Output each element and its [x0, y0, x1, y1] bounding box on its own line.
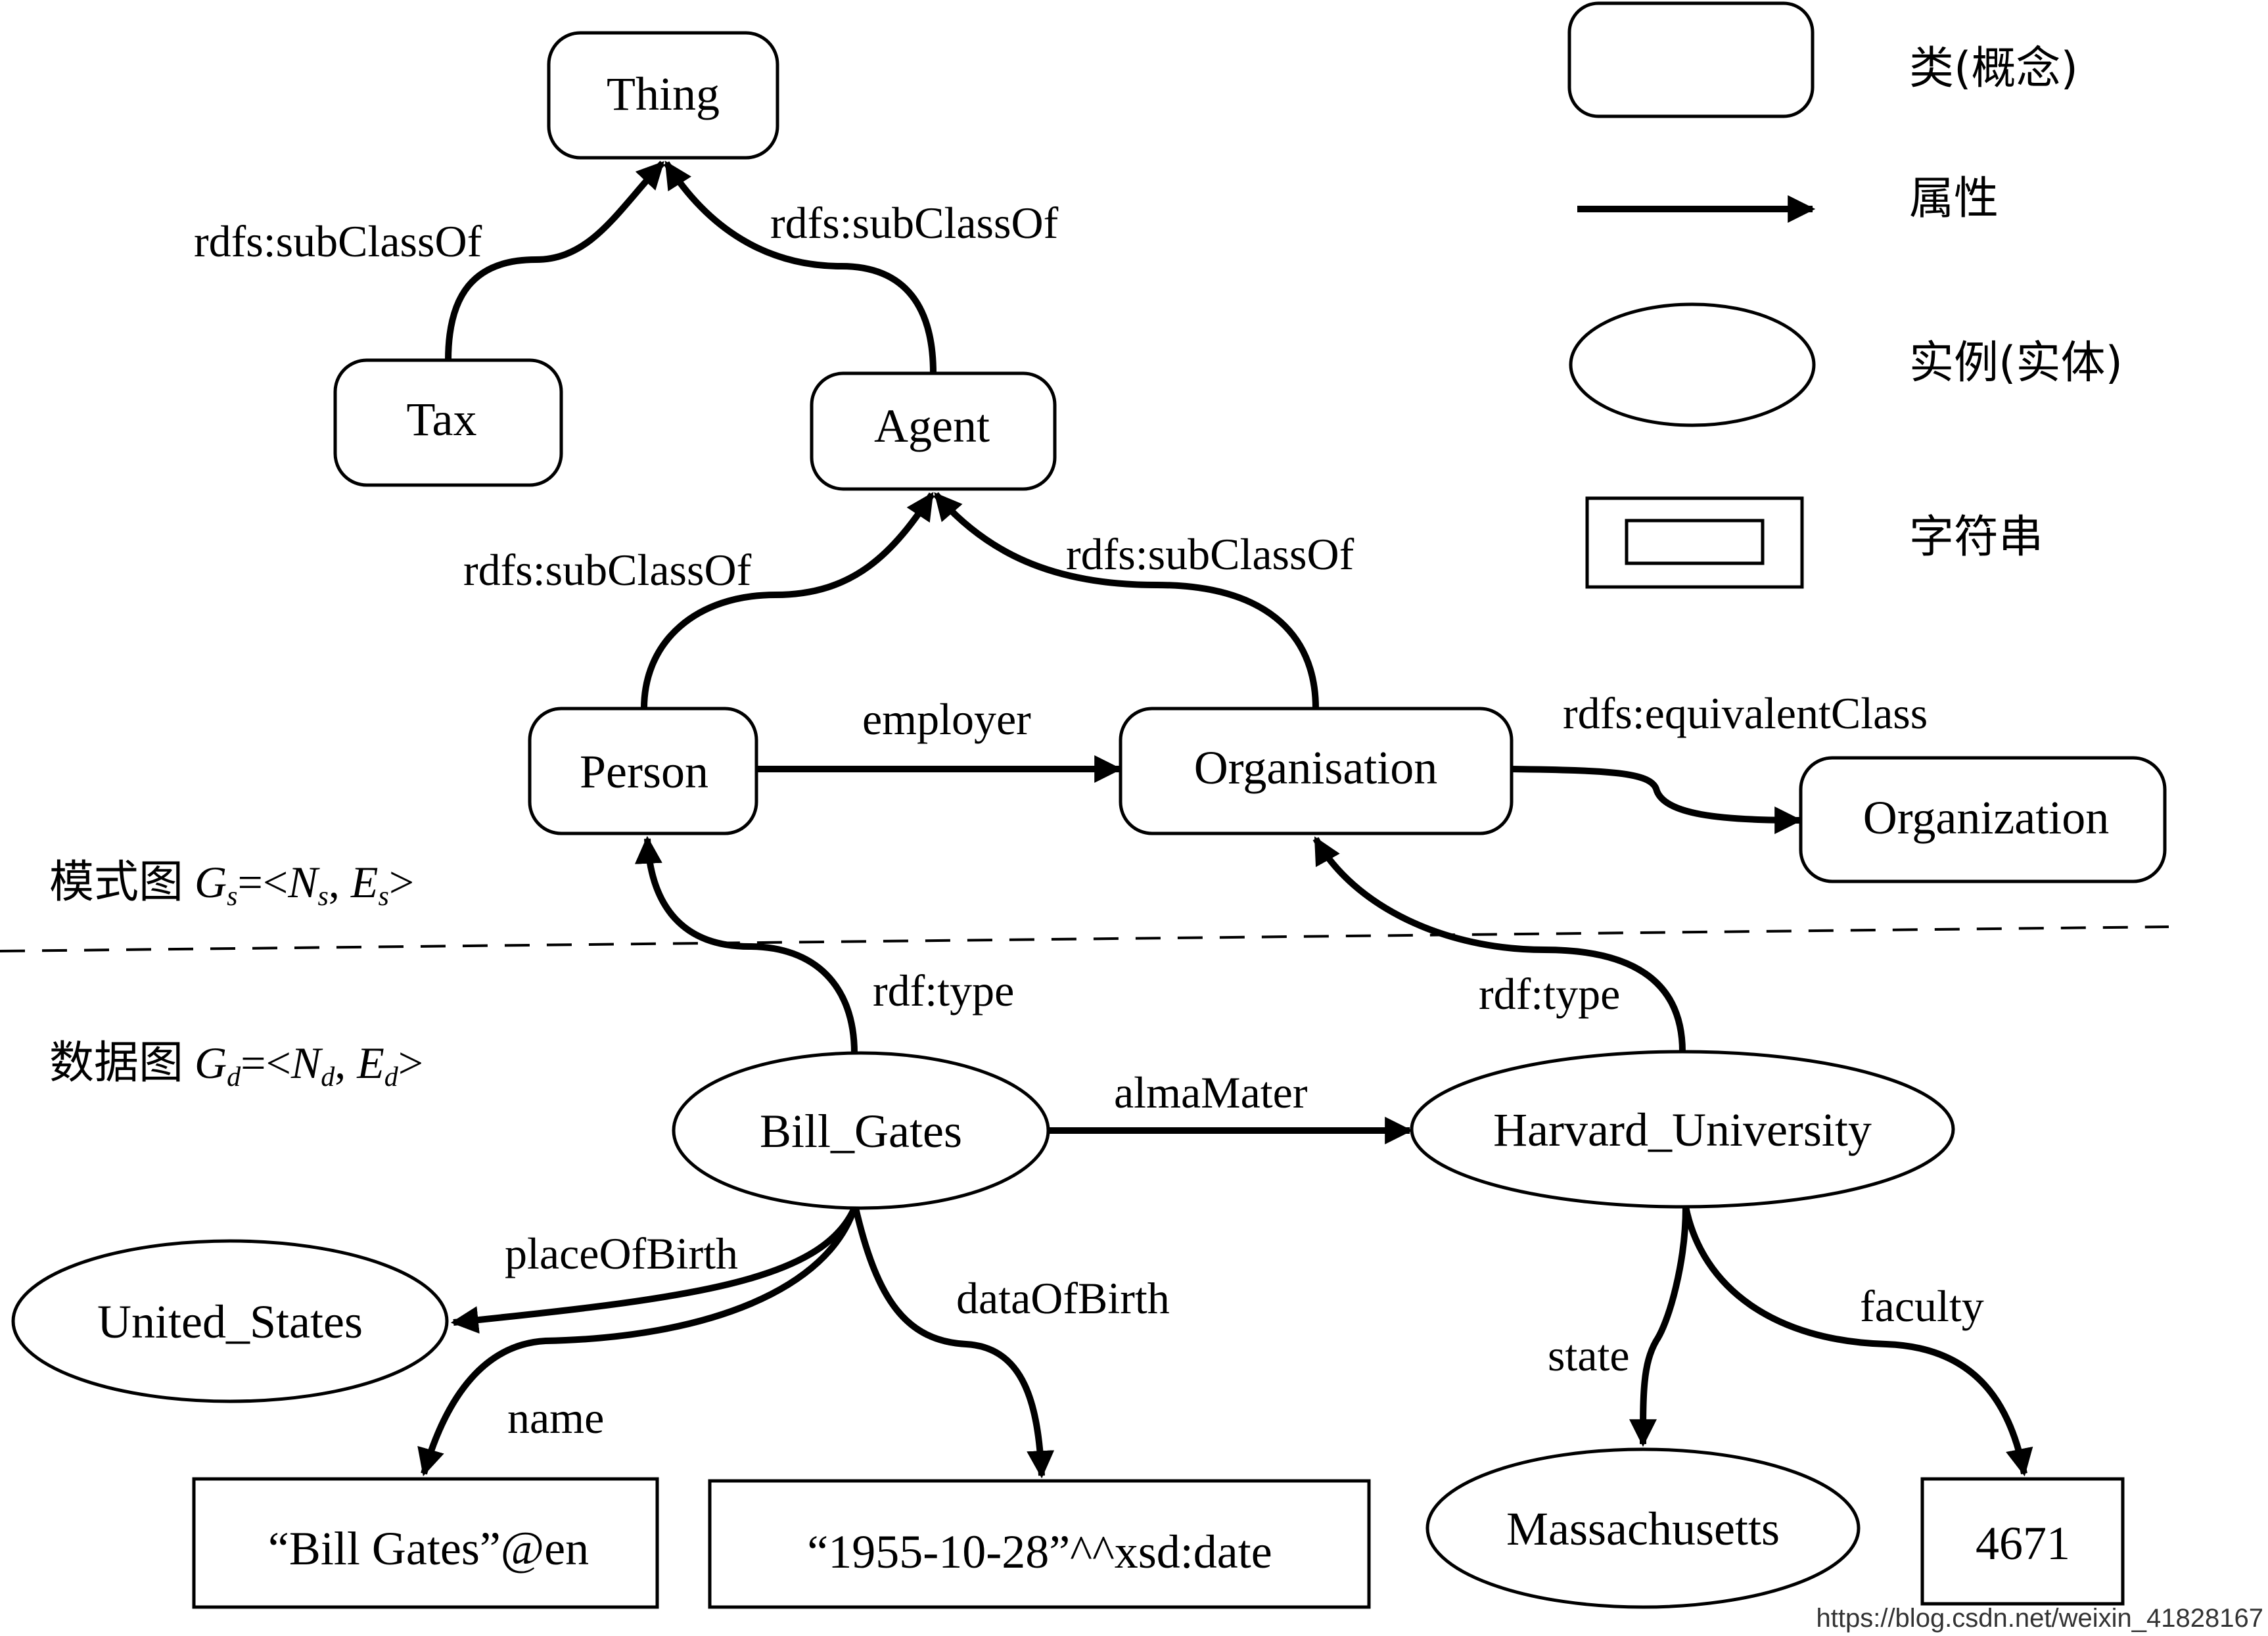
schema-graph-g-sub: s	[227, 881, 237, 912]
string-node-faculty: 4671	[1920, 1477, 2125, 1606]
instance-label-united-states: United_States	[97, 1296, 363, 1348]
data-graph-g-sub: d	[227, 1062, 241, 1092]
edge-organisation-subclassof-agent	[933, 492, 1319, 709]
edge-bill-gates-placeofbirth-united-states	[450, 1206, 858, 1334]
legend-item-string: 字符串	[1585, 496, 2043, 589]
schema-graph-prefix: 模式图	[49, 857, 195, 907]
edge-label-agent-subclassof: rdfs:subClassOf	[770, 198, 1059, 248]
edge-label-person-subclassof: rdfs:subClassOf	[463, 545, 752, 595]
instance-label-bill-gates: Bill_Gates	[760, 1105, 962, 1157]
class-label-thing: Thing	[607, 68, 720, 120]
data-graph-e: E	[356, 1038, 384, 1088]
string-node-bill-gates-name: “Bill Gates”@en	[192, 1477, 659, 1609]
string-label-name: “Bill Gates”@en	[268, 1522, 589, 1575]
schema-graph-comma: ,	[329, 857, 351, 907]
class-node-person: Person	[528, 707, 758, 835]
edge-label-equivalentclass: rdfs:equivalentClass	[1563, 688, 1928, 738]
data-graph-comma: ,	[335, 1038, 357, 1088]
edge-bill-gates-name-literal	[417, 1207, 858, 1477]
legend-item-class: 类(概念)	[1567, 1, 2078, 118]
data-graph-title: 数据图 Gd=<Nd, Ed>	[49, 1038, 423, 1092]
edge-label-organisation-subclassof: rdfs:subClassOf	[1066, 529, 1354, 579]
schema-graph-n: N	[287, 857, 320, 907]
edge-agent-subclassof-thing	[663, 160, 937, 374]
schema-graph-title: 模式图 Gs=<Ns, Es>	[49, 857, 414, 912]
legend-property-label: 属性	[1909, 173, 1999, 225]
legend: 类(概念) 属性 实例(实体) 字符串	[1567, 1, 2123, 589]
watermark-url: https://blog.csdn.net/weixin_41828167	[1817, 1604, 2264, 1633]
edge-label-bill-gates-type: rdf:type	[873, 966, 1014, 1016]
class-label-organization: Organization	[1863, 791, 2110, 844]
string-label-birth-date: “1955-10-28”^^xsd:date	[807, 1526, 1272, 1578]
edge-label-tax-subclassof: rdfs:subClassOf	[194, 216, 482, 266]
edge-organisation-equivalentclass-organization	[1511, 766, 1803, 834]
edge-label-almamater: almaMater	[1114, 1067, 1308, 1117]
instance-node-massachusetts: Massachusetts	[1425, 1447, 1861, 1609]
legend-item-property: 属性	[1577, 173, 1999, 225]
schema-data-separator	[0, 925, 2169, 952]
class-label-tax: Tax	[407, 393, 477, 446]
legend-instance-swatch	[1569, 302, 1816, 427]
legend-string-label: 字符串	[1909, 511, 2043, 563]
legend-class-swatch	[1567, 1, 1815, 118]
edge-bill-gates-type-person	[634, 835, 858, 1054]
edge-harvard-type-organisation	[1312, 836, 1686, 1052]
class-label-person: Person	[580, 745, 708, 798]
string-label-faculty: 4671	[1976, 1517, 2070, 1570]
data-graph-close: >	[398, 1038, 423, 1088]
class-label-organisation: Organisation	[1194, 741, 1438, 794]
edge-label-employer: employer	[862, 694, 1031, 744]
edge-bill-gates-dateofbirth-literal	[852, 1207, 1055, 1479]
instance-label-massachusetts: Massachusetts	[1506, 1503, 1780, 1555]
data-graph-eq: =<	[241, 1038, 291, 1088]
edge-label-placeofbirth: placeOfBirth	[505, 1228, 738, 1278]
edge-tax-subclassof-thing	[445, 160, 665, 361]
legend-string-swatch-inner	[1625, 519, 1765, 565]
schema-graph-g: G	[195, 857, 227, 907]
instance-node-bill-gates: Bill_Gates	[672, 1051, 1050, 1210]
string-node-birth-date: “1955-10-28”^^xsd:date	[708, 1479, 1371, 1609]
data-graph-e-sub: d	[384, 1062, 399, 1092]
schema-graph-n-sub: s	[318, 881, 329, 912]
class-label-agent: Agent	[874, 400, 990, 452]
data-graph-prefix: 数据图	[49, 1038, 195, 1088]
instance-node-united-states: United_States	[11, 1239, 449, 1403]
edge-label-state: state	[1548, 1330, 1630, 1380]
schema-graph-close: >	[389, 857, 414, 907]
schema-graph-e: E	[350, 857, 379, 907]
schema-graph-eq: =<	[237, 857, 288, 907]
class-node-organization: Organization	[1799, 756, 2167, 883]
data-graph-g: G	[195, 1038, 227, 1088]
instance-label-harvard-university: Harvard_University	[1493, 1104, 1872, 1156]
edge-harvard-state-massachusetts	[1629, 1206, 1689, 1447]
class-node-tax: Tax	[333, 358, 563, 487]
edge-label-faculty: faculty	[1860, 1281, 1984, 1331]
edge-label-harvard-type: rdf:type	[1479, 969, 1620, 1019]
legend-item-instance: 实例(实体)	[1569, 302, 2123, 427]
legend-class-label: 类(概念)	[1909, 43, 2078, 95]
legend-instance-label: 实例(实体)	[1909, 337, 2123, 389]
edge-label-dateofbirth: dataOfBirth	[956, 1273, 1170, 1323]
class-node-agent: Agent	[810, 371, 1057, 491]
edge-person-subclassof-agent	[641, 492, 935, 709]
instance-node-harvard-university: Harvard_University	[1410, 1050, 1955, 1209]
data-graph-n: N	[290, 1038, 323, 1088]
data-graph-n-sub: d	[321, 1062, 335, 1092]
class-node-organisation: Organisation	[1119, 707, 1514, 835]
schema-graph-e-sub: s	[378, 881, 388, 912]
class-node-thing: Thing	[547, 31, 779, 160]
edge-harvard-faculty-4671	[1682, 1206, 2033, 1477]
edge-label-name: name	[507, 1393, 604, 1443]
